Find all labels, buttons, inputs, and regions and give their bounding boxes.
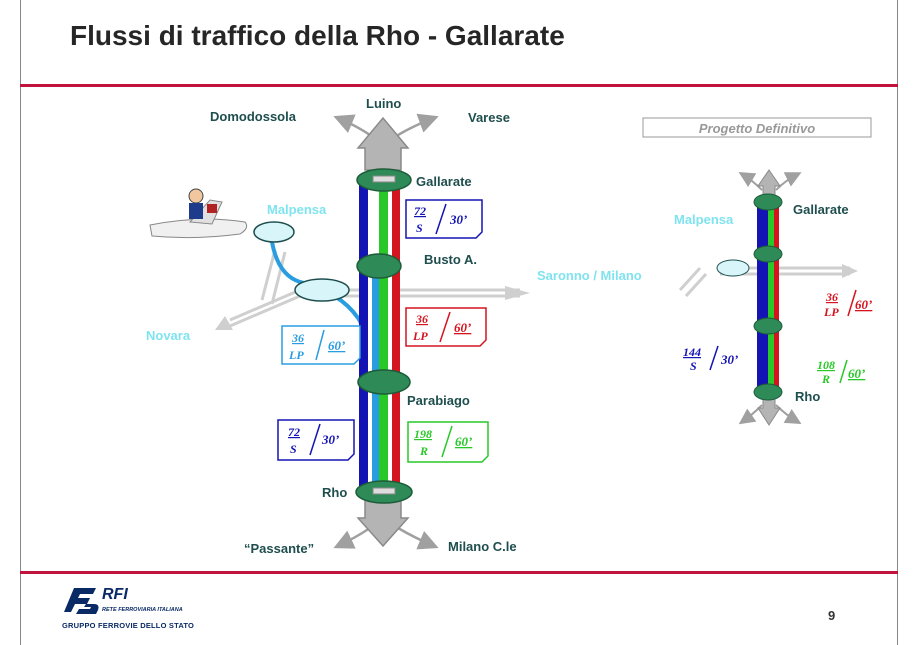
project-flow-s-top: 144	[683, 345, 701, 359]
rfi-logo: RFI RETE FERROVIARIA ITALIANA GRUPPO FER…	[62, 584, 222, 634]
rho-label: Rho	[322, 485, 347, 500]
flow-card-2-bottom: LP	[412, 329, 428, 343]
flow-card-3-bottom: LP	[288, 348, 304, 362]
fs-logo-mark-icon	[64, 588, 99, 614]
flow-card-3-top: 36	[291, 331, 304, 345]
project-flow-r-top: 108	[817, 358, 835, 372]
flow-card-1-freq: 30’	[449, 212, 467, 227]
project-flow-lp: 36 LP 60’	[823, 289, 872, 319]
top-big-arrow	[356, 116, 410, 171]
project-station-gallarate	[753, 193, 783, 211]
flow-card-1-top: 72	[414, 204, 426, 218]
project-flow-r-freq: 60’	[848, 366, 865, 381]
project-gallarate-label: Gallarate	[793, 202, 849, 217]
flow-card-1: 72 S 30’	[405, 199, 483, 239]
flow-card-4-freq: 30’	[321, 432, 339, 447]
saronno-arrow	[505, 286, 530, 300]
project-malpensa-node	[716, 259, 750, 277]
top-divider	[20, 84, 898, 87]
milano-label: Milano C.le	[448, 539, 517, 554]
project-flow-s-bottom: S	[690, 359, 697, 373]
passante-label: “Passante”	[244, 541, 314, 556]
project-flow-lp-freq: 60’	[855, 297, 872, 312]
varese-label: Varese	[468, 110, 510, 125]
flow-card-1-bottom: S	[416, 221, 423, 235]
malpensa-label: Malpensa	[267, 202, 327, 217]
project-header: Progetto Definitivo	[699, 121, 815, 136]
saronno-label: Saronno / Milano	[537, 268, 642, 283]
project-flow-lp-top: 36	[825, 290, 838, 304]
project-header-box	[642, 117, 872, 138]
station-busto	[356, 253, 402, 279]
flow-card-3: 36 LP 60’	[281, 325, 361, 365]
project-fan-arrows	[738, 171, 802, 425]
station-parabiago	[357, 369, 411, 395]
logo-brand: RFI	[102, 586, 128, 603]
gallarate-label: Gallarate	[416, 174, 472, 189]
flow-card-2-top: 36	[415, 312, 428, 326]
project-flow-s: 144 S 30’	[683, 345, 738, 373]
project-trunk	[757, 202, 779, 392]
project-flow-s-freq: 30’	[720, 352, 738, 367]
parabiago-label: Parabiago	[407, 393, 470, 408]
domodossola-label: Domodossola	[210, 109, 297, 124]
novara-arrow	[215, 316, 233, 330]
slide-frame	[20, 0, 898, 645]
flow-card-5: 198 R 60’	[407, 421, 489, 463]
busto-label: Busto A.	[424, 252, 477, 267]
flow-card-2-freq: 60’	[454, 320, 471, 335]
logo-group: GRUPPO FERROVIE DELLO STATO	[62, 621, 195, 630]
project-station-rho	[753, 383, 783, 401]
main-trunk	[359, 178, 400, 490]
junction-node	[294, 278, 350, 302]
project-flow-r: 108 R 60’	[817, 358, 865, 386]
novara-label: Novara	[146, 328, 191, 343]
project-station-parabiago	[753, 317, 783, 335]
bottom-divider	[20, 571, 898, 574]
project-rho-label: Rho	[795, 389, 820, 404]
project-flow-r-bottom: R	[821, 372, 830, 386]
flow-card-5-top: 198	[414, 427, 432, 441]
flow-card-4: 72 S 30’	[277, 419, 355, 461]
top-fan-arrows	[333, 113, 439, 137]
airplane-illustration	[149, 188, 248, 239]
project-top-arrow	[757, 169, 781, 197]
project-malpensa-label: Malpensa	[674, 212, 734, 227]
flow-card-3-freq: 60’	[328, 338, 345, 353]
page-title: Flussi di traffico della Rho - Gallarate	[70, 20, 565, 51]
malpensa-node	[253, 221, 295, 243]
flow-card-4-bottom: S	[290, 442, 297, 456]
flow-card-5-freq: 60’	[455, 434, 472, 449]
page-number: 9	[828, 608, 836, 623]
project-flow-lp-bottom: LP	[823, 305, 839, 319]
luino-label: Luino	[366, 96, 401, 111]
project-station-busto	[753, 245, 783, 263]
flow-card-5-bottom: R	[419, 444, 428, 458]
logo-subtitle: RETE FERROVIARIA ITALIANA	[102, 607, 183, 613]
flow-card-2: 36 LP 60’	[405, 307, 487, 347]
flow-card-4-top: 72	[288, 425, 300, 439]
